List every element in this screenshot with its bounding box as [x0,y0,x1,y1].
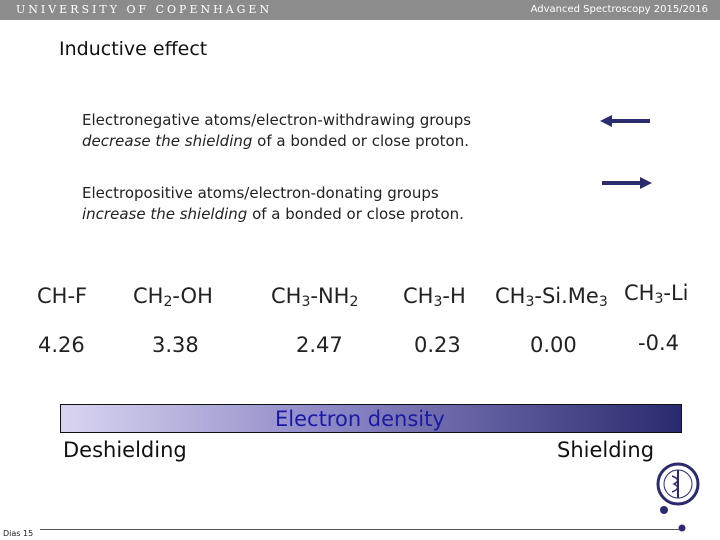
course-title: Advanced Spectroscopy 2015/2016 [530,4,708,15]
shift-value: 2.47 [296,333,343,357]
footer-divider [40,529,682,530]
arrow-left-icon [600,115,650,127]
bullet-emphasis: decrease the shielding [82,132,253,150]
bullet-electronegative: Electronegative atoms/electron-withdrawi… [82,110,471,152]
university-seal-logo-icon [656,462,700,532]
compound-ch-f: CH-F [37,284,88,308]
arrow-right-icon [602,177,652,189]
bullet-line1: Electronegative atoms/electron-withdrawi… [82,111,472,129]
electron-density-gradient-bar [60,404,682,433]
compound-ch3-nh2: CH3-NH2 [271,284,359,310]
electron-density-label: Electron density [275,407,445,431]
bullet-emphasis: increase the shielding [82,205,248,223]
shift-value: 3.38 [152,333,199,357]
deshielding-label: Deshielding [63,438,187,462]
compound-ch3-sime3: CH3-Si.Me3 [495,284,608,310]
slide-number: Dias 15 [3,529,34,538]
shift-value: 0.00 [530,333,577,357]
header-bar: UNIVERSITY OF COPENHAGEN Advanced Spectr… [0,0,720,20]
shielding-label: Shielding [557,438,655,462]
bullet-line2: decrease the shielding of a bonded or cl… [82,131,471,152]
bullet-electropositive: Electropositive atoms/electron-donating … [82,183,464,225]
bullet-line2-rest: of a bonded or close proton. [247,205,464,223]
shift-value: 0.23 [414,333,461,357]
slide-title: Inductive effect [59,38,208,60]
bullet-line1: Electropositive atoms/electron-donating … [82,184,439,202]
shift-value: -0.4 [638,331,679,355]
shift-value: 4.26 [38,333,85,357]
compound-ch2-oh: CH2-OH [133,284,213,310]
bullet-line2-rest: of a bonded or close proton. [252,132,469,150]
compound-ch3-h: CH3-H [403,284,466,310]
bullet-line2: increase the shielding of a bonded or cl… [82,204,464,225]
compound-ch3-li: CH3-Li [624,281,689,307]
university-name: UNIVERSITY OF COPENHAGEN [16,3,273,16]
